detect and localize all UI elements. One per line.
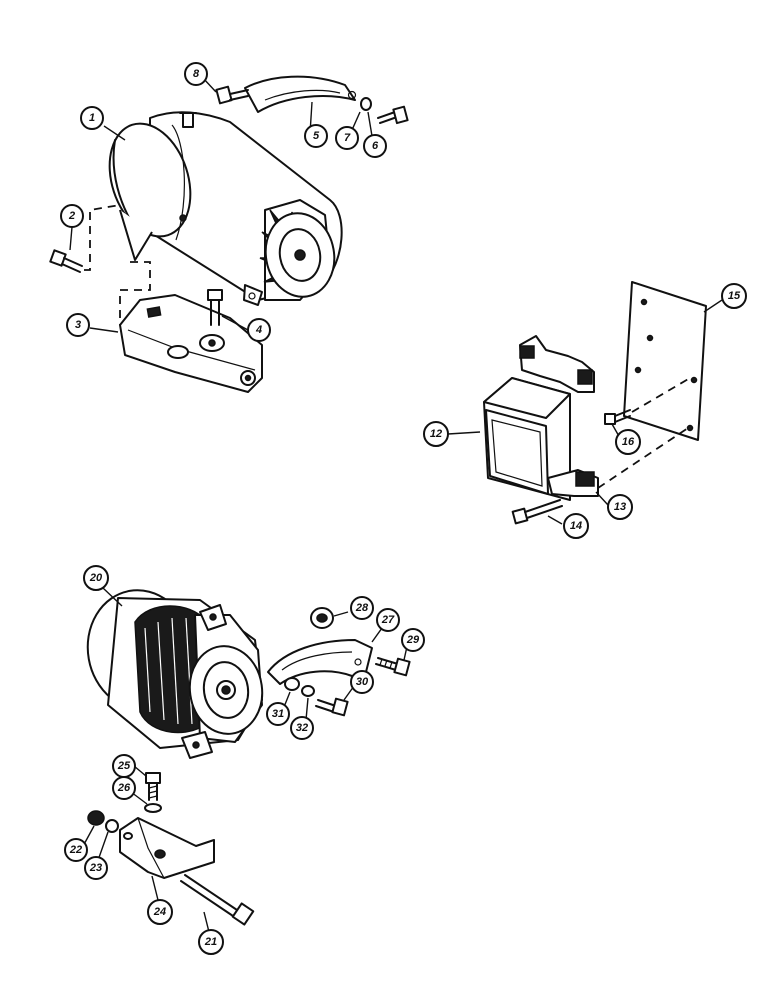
callout-24: 24 — [147, 899, 173, 925]
callout-15: 15 — [721, 283, 747, 309]
callout-25: 25 — [112, 754, 136, 778]
mounting-plate — [623, 281, 707, 441]
bolt-30 — [315, 697, 349, 717]
callout-7: 7 — [335, 126, 359, 150]
nut-22 — [87, 810, 105, 826]
washer-31 — [284, 677, 300, 691]
bolt-6 — [377, 105, 409, 125]
svg-text:14: 14 — [570, 520, 582, 532]
callout-3: 3 — [66, 313, 90, 337]
callout-27: 27 — [376, 608, 400, 632]
callout-6: 6 — [363, 134, 387, 158]
svg-text:32: 32 — [296, 722, 308, 734]
callout-21: 21 — [198, 929, 224, 955]
svg-text:8: 8 — [193, 68, 200, 80]
callout-28: 28 — [350, 596, 374, 620]
svg-text:21: 21 — [204, 936, 217, 948]
svg-text:20: 20 — [89, 572, 103, 584]
svg-text:1: 1 — [89, 112, 95, 124]
callout-13: 13 — [607, 494, 633, 520]
svg-text:16: 16 — [622, 436, 635, 448]
svg-text:4: 4 — [255, 324, 262, 336]
bolt-8 — [215, 85, 249, 105]
callout-23: 23 — [84, 856, 108, 880]
washer-23 — [105, 819, 119, 833]
svg-text:23: 23 — [89, 862, 102, 874]
callout-5: 5 — [304, 124, 328, 148]
callout-2: 2 — [60, 204, 84, 228]
bolt-25 — [145, 772, 161, 801]
svg-text:31: 31 — [272, 708, 284, 720]
callout-22: 22 — [64, 838, 88, 862]
callout-20: 20 — [83, 565, 109, 591]
voltage-regulator — [483, 335, 599, 501]
svg-text:26: 26 — [117, 782, 131, 794]
svg-text:22: 22 — [69, 844, 82, 856]
svg-text:13: 13 — [614, 501, 626, 513]
callout-1: 1 — [80, 106, 104, 130]
washer-32 — [301, 685, 315, 697]
bolt-2 — [49, 249, 83, 273]
bolt-4 — [207, 289, 223, 326]
callout-26: 26 — [112, 776, 136, 800]
spacer-28 — [310, 607, 334, 629]
washer-26 — [144, 803, 162, 813]
svg-text:27: 27 — [381, 614, 395, 626]
svg-text:12: 12 — [430, 428, 442, 440]
adjusting-strap-27 — [267, 639, 373, 685]
callout-32: 32 — [290, 716, 314, 740]
washer-7 — [360, 97, 372, 111]
svg-text:7: 7 — [344, 132, 351, 144]
svg-text:24: 24 — [153, 906, 166, 918]
adjusting-strap — [244, 75, 357, 113]
svg-text:3: 3 — [75, 319, 81, 331]
bracket-24 — [119, 817, 215, 879]
svg-text:28: 28 — [355, 602, 369, 614]
callout-31: 31 — [266, 702, 290, 726]
generator — [108, 111, 343, 306]
callout-29: 29 — [401, 628, 425, 652]
svg-text:30: 30 — [356, 676, 369, 688]
svg-text:2: 2 — [68, 210, 75, 222]
svg-text:5: 5 — [313, 130, 320, 142]
callout-4: 4 — [247, 318, 271, 342]
callout-30: 30 — [350, 670, 374, 694]
alternator — [86, 589, 264, 759]
bolt-14 — [511, 499, 563, 525]
bolt-16 — [604, 409, 631, 425]
svg-text:25: 25 — [117, 760, 131, 772]
callout-8: 8 — [184, 62, 208, 86]
svg-text:29: 29 — [406, 634, 420, 646]
svg-text:6: 6 — [372, 140, 379, 152]
callout-16: 16 — [615, 429, 641, 455]
svg-text:15: 15 — [728, 290, 741, 302]
callout-14: 14 — [563, 513, 589, 539]
bolt-29 — [375, 657, 411, 677]
mounting-bracket — [119, 294, 263, 393]
callout-12: 12 — [423, 421, 449, 447]
bolt-21 — [180, 874, 255, 926]
